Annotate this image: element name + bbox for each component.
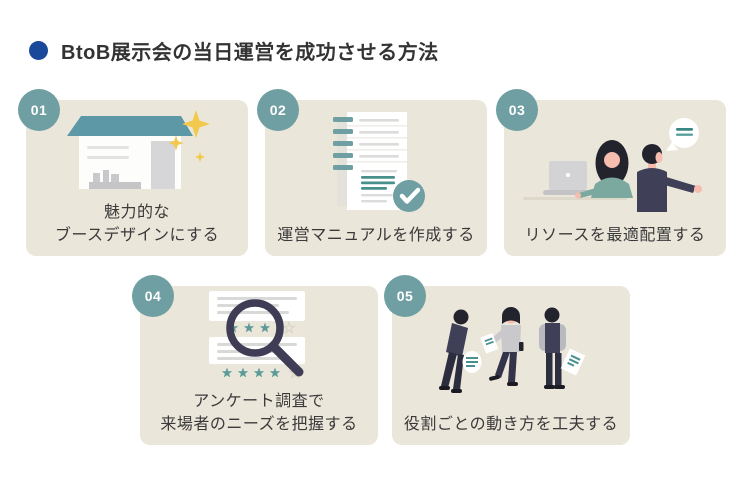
man-figure: [637, 144, 702, 212]
step-number-badge: 04: [132, 275, 174, 317]
step-card-02: 02: [257, 89, 487, 256]
check-icon: [393, 180, 425, 212]
booth-illustration: [26, 100, 248, 201]
manual-illustration: [265, 100, 487, 224]
caption-line: ブースデザインにする: [54, 227, 220, 244]
team-member-middle: [480, 306, 524, 386]
staff-discussion-graphic: [523, 118, 702, 212]
step-card-01: 01: [18, 89, 248, 256]
step-number-badge: 05: [384, 275, 426, 317]
woman-figure: [575, 140, 633, 199]
speech-bubble-icon: [666, 118, 699, 151]
step-number-badge: 01: [18, 89, 60, 131]
caption-line: アンケート調査で: [193, 393, 325, 410]
magnifier-icon: [226, 299, 304, 377]
caption-line: 運営マニュアルを作成する: [277, 227, 475, 244]
step-caption: 役割ごとの動き方を工夫する: [404, 413, 618, 445]
step-caption: 運営マニュアルを作成する: [277, 224, 475, 256]
team-roles-graphic: [439, 306, 586, 393]
step-number-badge: 02: [257, 89, 299, 131]
caption-line: 役割ごとの動き方を工夫する: [403, 416, 619, 433]
step-number-badge: 03: [496, 89, 538, 131]
manual-tabs: [333, 117, 353, 170]
page-title: BtoB展示会の当日運営を成功させる方法: [61, 42, 439, 64]
step-card-04: 04: [132, 275, 378, 445]
caption-line: リソースを最適配置する: [524, 227, 706, 244]
star-icon: [221, 365, 302, 379]
step-card-05: 05: [384, 275, 630, 445]
team-member-right: [539, 307, 586, 389]
booth-column: [151, 140, 175, 189]
caption-line: 魅力的な: [103, 204, 170, 221]
step-caption: アンケート調査で 来場者のニーズを把握する: [160, 390, 357, 445]
booth-sparkles-graphic: [67, 109, 210, 189]
step-card-03: 03: [496, 89, 726, 256]
star-icon: [227, 320, 296, 334]
staff-illustration: [504, 100, 726, 224]
team-illustration: [392, 286, 630, 413]
manual-checklist-graphic: [333, 112, 425, 212]
laptop: [543, 161, 593, 195]
team-member-left: [439, 309, 482, 393]
survey-illustration: [140, 286, 378, 390]
page-header: BtoB展示会の当日運営を成功させる方法: [29, 36, 439, 65]
booth-roof: [67, 115, 193, 136]
survey-magnifier-graphic: [209, 291, 305, 379]
step-caption: 魅力的な ブースデザインにする: [55, 201, 219, 256]
sparkle-icon: [168, 109, 210, 162]
title-bullet-icon: [29, 41, 48, 60]
step-caption: リソースを最適配置する: [525, 224, 706, 256]
caption-line: 来場者のニーズを把握する: [160, 416, 358, 433]
